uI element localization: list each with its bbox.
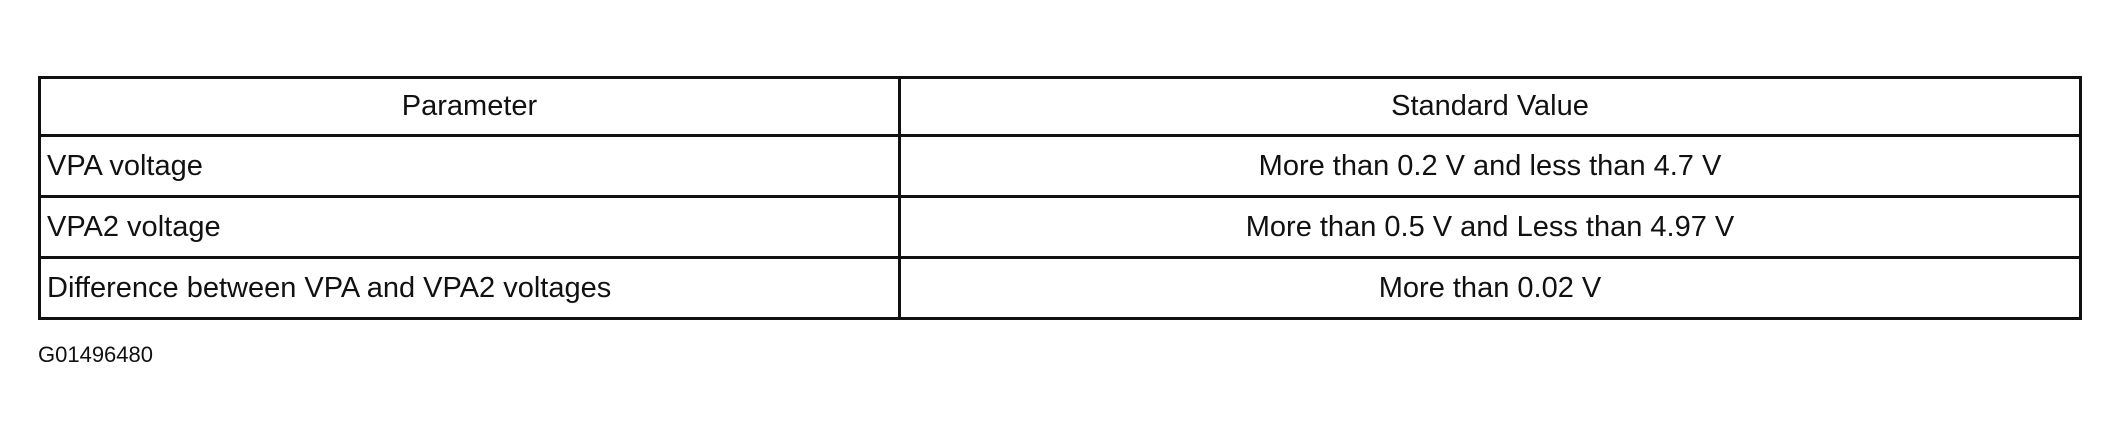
figure-id: G01496480 xyxy=(38,342,153,367)
table-row: VPA voltage More than 0.2 V and less tha… xyxy=(38,134,2082,198)
header-standard-value: Standard Value xyxy=(898,76,2082,137)
row-standard-value: More than 0.5 V and Less than 4.97 V xyxy=(898,195,2082,259)
row-standard-value: More than 0.02 V xyxy=(898,256,2082,320)
spec-table: Parameter Standard Value VPA voltage Mor… xyxy=(38,76,2082,320)
header-parameter: Parameter xyxy=(38,76,901,137)
row-parameter: Difference between VPA and VPA2 voltages xyxy=(38,256,901,320)
row-parameter: VPA2 voltage xyxy=(38,195,901,259)
table-row: Difference between VPA and VPA2 voltages… xyxy=(38,256,2082,320)
header-row: Parameter Standard Value xyxy=(38,76,2082,137)
row-standard-value: More than 0.2 V and less than 4.7 V xyxy=(898,134,2082,198)
table-row: VPA2 voltage More than 0.5 V and Less th… xyxy=(38,195,2082,259)
row-parameter: VPA voltage xyxy=(38,134,901,198)
